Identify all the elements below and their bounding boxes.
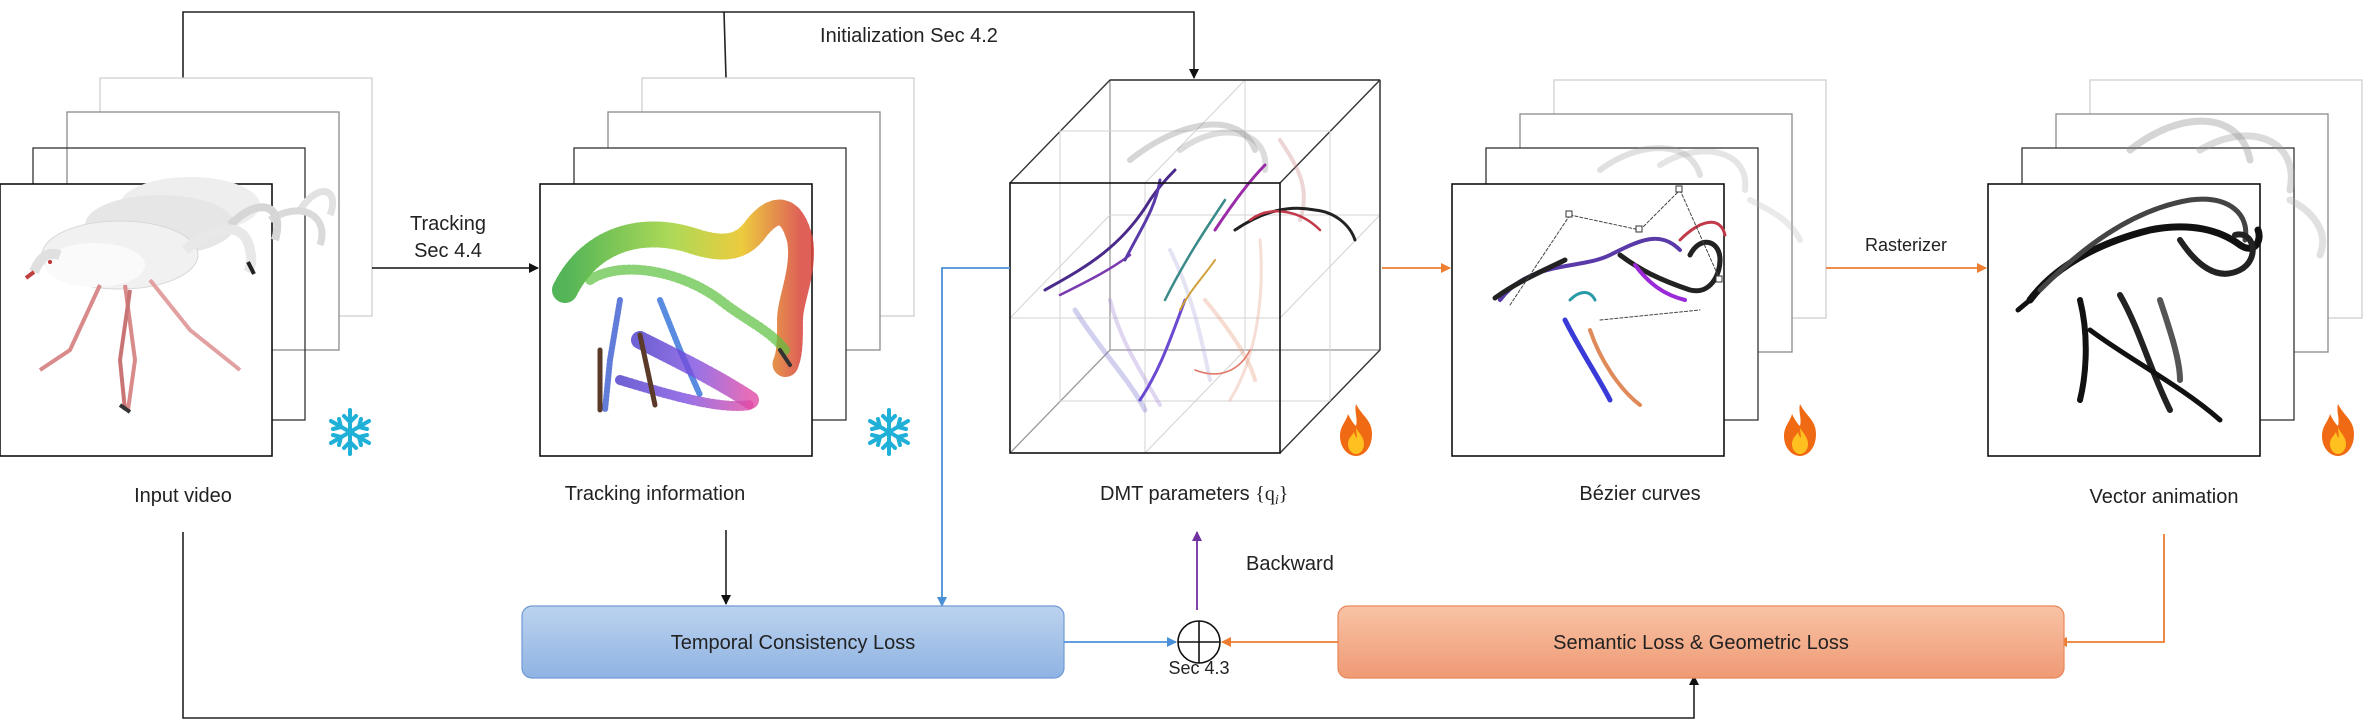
- svg-text:DMT parameters {qi}: DMT parameters {qi}: [1100, 483, 1288, 508]
- sec-4-3-label: Sec 4.3: [1168, 658, 1229, 678]
- input-to-semantic-connector: [182, 532, 1699, 719]
- tracking-label: Tracking: [410, 213, 486, 235]
- vector-frames: [1987, 79, 2363, 457]
- tracking-information-label: Tracking information: [565, 483, 745, 505]
- tracking-visualization: [552, 199, 814, 413]
- initialization-label: Initialization Sec 4.2: [820, 25, 998, 47]
- semantic-geometric-loss-box: Semantic Loss & Geometric Loss: [1337, 605, 2065, 679]
- initialization-connector: [182, 11, 1199, 79]
- temporal-consistency-loss-box: Temporal Consistency Loss: [521, 605, 1065, 679]
- backward-label: Backward: [1246, 553, 1334, 575]
- dmt-cube: [1009, 79, 1381, 454]
- rasterizer-label: Rasterizer: [1865, 235, 1947, 255]
- vector-drawing: [2015, 117, 2327, 423]
- semantic-loss-label: Semantic Loss & Geometric Loss: [1553, 632, 1849, 654]
- sum-node: [1177, 620, 1221, 664]
- dmt-parameters-label: DMT parameters {qi}: [1100, 483, 1288, 508]
- cube-to-temporal-connector: [937, 267, 1010, 607]
- snowflake-icon: [329, 408, 371, 456]
- tracking-section-label: Sec 4.4: [414, 240, 482, 262]
- flamingo-image: [24, 177, 337, 414]
- bezier-drawing: [1492, 145, 1803, 407]
- bezier-curves-label: Bézier curves: [1579, 483, 1700, 505]
- bezier-frames: [1451, 79, 1827, 457]
- fire-icon: [1340, 404, 1372, 456]
- tracking-frames: [539, 77, 915, 457]
- vector-to-semantic-connector: [2057, 534, 2165, 647]
- fire-icon: [1784, 404, 1816, 456]
- snowflake-icon: [868, 408, 910, 456]
- vector-animation-label: Vector animation: [2090, 486, 2239, 508]
- input-video-label: Input video: [134, 485, 232, 507]
- temporal-loss-label: Temporal Consistency Loss: [671, 632, 916, 654]
- fire-icon: [2322, 404, 2354, 456]
